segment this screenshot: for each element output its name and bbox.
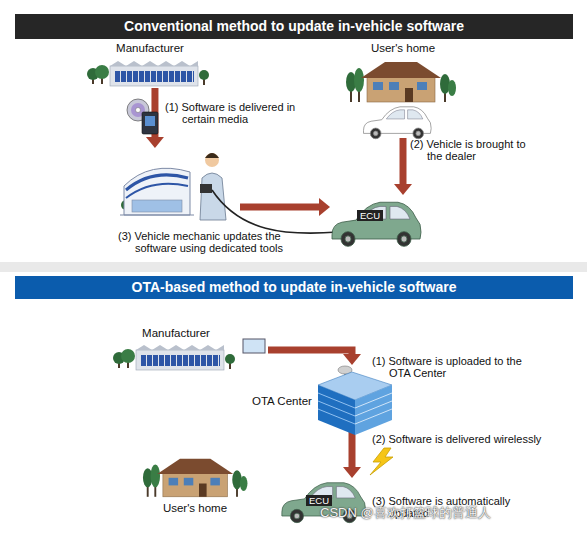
media-icon bbox=[127, 99, 158, 134]
node-label: Manufacturer bbox=[88, 42, 212, 54]
flow-arrow bbox=[146, 88, 164, 148]
section-band: OTA-based method to update in-vehicle so… bbox=[15, 276, 573, 299]
ota-center-building bbox=[318, 366, 392, 435]
node-label: Manufacturer bbox=[112, 327, 240, 339]
wireless-bolt bbox=[370, 448, 393, 475]
node-label: ECU bbox=[357, 210, 383, 221]
house-illustration bbox=[346, 62, 456, 102]
ecu-car: ECU bbox=[330, 195, 422, 245]
dealer-node: (3) Vehicle mechanic updates the softwar… bbox=[115, 148, 240, 258]
factory-node: Manufacturer bbox=[88, 42, 212, 88]
node-label: (3) Vehicle mechanic updates the softwar… bbox=[118, 230, 308, 254]
node-label: User's home bbox=[145, 502, 245, 514]
white-car bbox=[364, 107, 432, 139]
flow-arrow bbox=[268, 350, 361, 365]
factory-node: Manufacturer bbox=[112, 325, 268, 372]
monitor-icon bbox=[243, 339, 265, 353]
flow-arrow bbox=[394, 138, 412, 195]
ecu-car-illustration bbox=[332, 202, 421, 246]
step-caption: (1) Software is delivered in certain med… bbox=[165, 101, 297, 125]
section-band: Conventional method to update in-vehicle… bbox=[15, 14, 573, 39]
node-label: User's home bbox=[342, 42, 464, 54]
flow-arrow bbox=[240, 198, 330, 216]
factory-illustration bbox=[113, 345, 235, 370]
house-illustration bbox=[143, 459, 248, 497]
step-caption: (2) Software is delivered wirelessly bbox=[372, 433, 577, 445]
factory-illustration bbox=[87, 61, 209, 86]
step-caption: (2) Vehicle is brought to the dealer bbox=[410, 138, 532, 162]
flow-arrow bbox=[343, 432, 361, 478]
node-label: Conventional method to update in-vehicle… bbox=[15, 14, 573, 39]
ota-center: OTA Center bbox=[318, 365, 392, 432]
node-label: OTA-based method to update in-vehicle so… bbox=[15, 276, 573, 299]
dealer-illustration bbox=[120, 168, 194, 215]
home-node: User's home bbox=[342, 42, 464, 138]
node-label: ECU bbox=[306, 495, 332, 506]
step-caption: (1) Software is uploaded to the OTA Cent… bbox=[372, 355, 532, 379]
watermark: CSDN @喜欢打篮球的普通人 bbox=[320, 505, 491, 520]
home-node: User's home bbox=[145, 452, 245, 518]
mechanic-figure bbox=[200, 153, 338, 233]
node-label: OTA Center bbox=[252, 395, 312, 407]
section-divider bbox=[0, 262, 587, 272]
